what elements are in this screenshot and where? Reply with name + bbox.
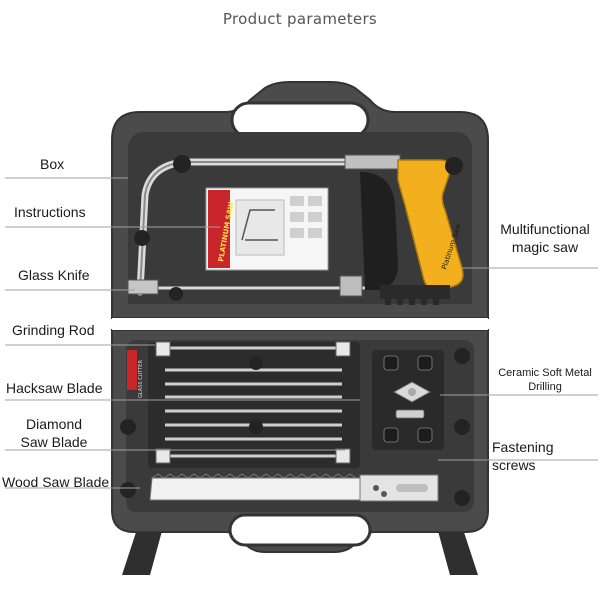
wing-nut-center <box>408 388 416 396</box>
lid-handle-hole <box>230 101 370 139</box>
base-hole <box>454 419 470 435</box>
hacksaw-blades <box>165 346 342 458</box>
base-hole <box>120 419 136 435</box>
leader-lines <box>5 177 598 489</box>
label-ceramic-line2: Drilling <box>528 381 562 393</box>
label-box: Box <box>40 156 65 172</box>
lid-hole <box>445 157 463 175</box>
lid-hole <box>169 287 183 301</box>
fastening-screw <box>395 409 425 419</box>
wood-saw-mount-hole <box>381 491 387 497</box>
blade-rack <box>148 342 360 468</box>
manual-red-panel <box>208 190 230 268</box>
label-ceramic-line1: Ceramic Soft Metal <box>498 367 592 379</box>
label-wood-saw-blade: Wood Saw Blade <box>2 474 110 490</box>
label-ceramic-drilling: Ceramic Soft Metal Drilling <box>494 366 596 394</box>
saw-teeth-rack <box>380 285 450 305</box>
manual-image-saw <box>241 209 278 241</box>
base-hole <box>120 482 136 498</box>
label-magic-saw-line2: magic saw <box>511 239 579 255</box>
label-glass-knife: Glass Knife <box>18 267 90 283</box>
saw-grip-black <box>360 172 398 290</box>
label-hacksaw-blade: Hacksaw Blade <box>6 380 103 396</box>
glass-cutter-tag-text: GLASS CUTTER <box>138 360 144 398</box>
base-hole <box>249 420 263 434</box>
base-handle-hole <box>228 513 372 547</box>
saw-front-clamp <box>344 154 401 170</box>
label-magic-saw: Multifunctional magic saw <box>494 220 596 256</box>
saw-blade-tension <box>127 279 159 295</box>
label-magic-saw-line1: Multifunctional <box>500 221 590 237</box>
base-hole <box>454 348 470 364</box>
label-fastening-screws: Fastening screws <box>492 439 554 473</box>
lid-hole <box>134 230 150 246</box>
drill-bits <box>383 355 433 443</box>
base-hole <box>249 356 263 370</box>
saw-rear-clamp <box>339 275 363 297</box>
glass-cutter-tag <box>127 350 137 390</box>
case-foot-left <box>122 520 165 575</box>
wood-saw-slot <box>396 484 428 492</box>
lid-hole <box>173 155 191 173</box>
label-diamond-line1: Diamond <box>25 416 83 432</box>
page-title: Product parameters <box>222 10 378 28</box>
wood-saw-mount-hole <box>373 485 379 491</box>
wood-saw-blade <box>149 477 363 501</box>
blade-end-clips <box>155 341 351 464</box>
label-diamond-line2: Saw Blade <box>20 434 88 450</box>
manual-image <box>235 199 285 256</box>
label-instructions: Instructions <box>14 204 86 220</box>
hinge-gap <box>112 318 488 330</box>
base-hole <box>454 490 470 506</box>
wood-saw-teeth <box>151 473 357 479</box>
label-diamond-saw-blade: Diamond Saw Blade <box>18 415 90 451</box>
manual-thumbnails <box>290 196 322 238</box>
case-foot-right <box>435 520 478 575</box>
label-grinding-rod: Grinding Rod <box>12 322 95 338</box>
